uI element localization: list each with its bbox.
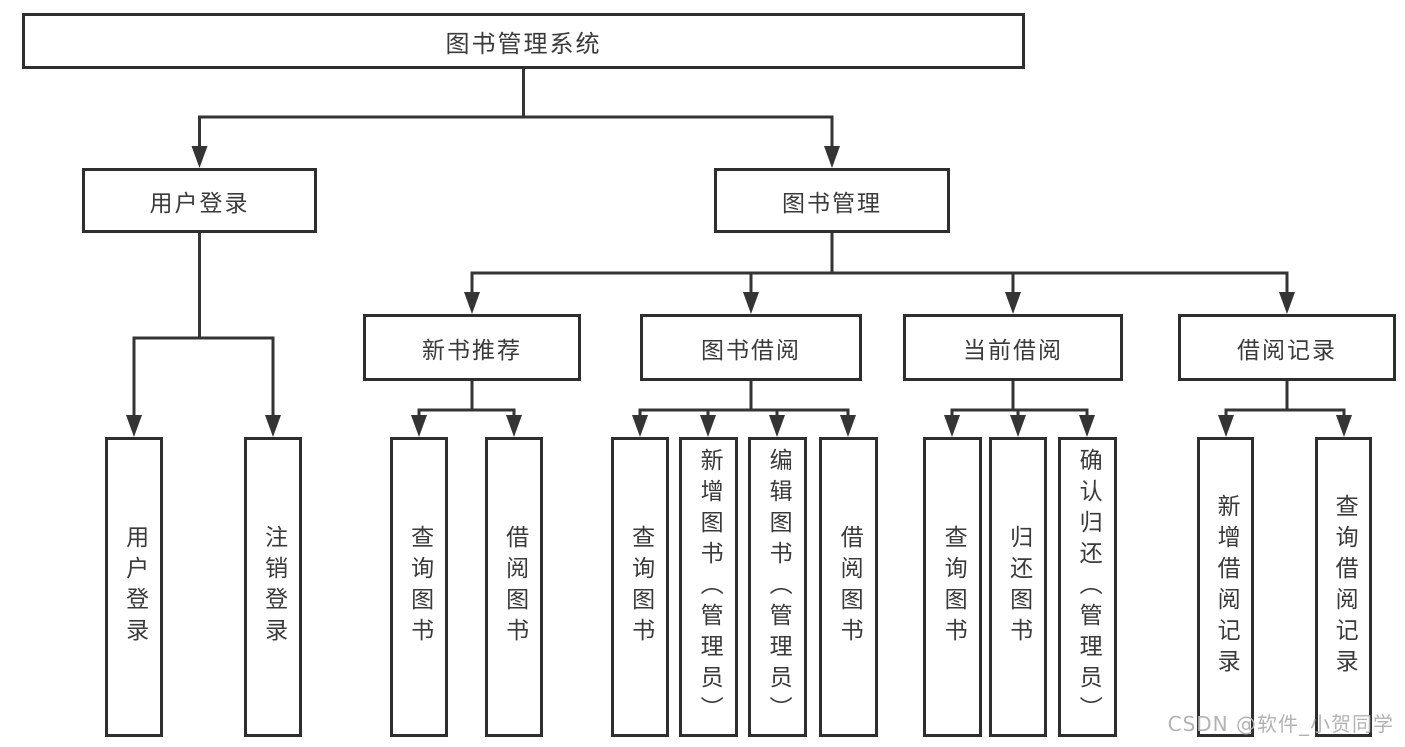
connector-newbook-run	[417, 381, 516, 416]
leaf-label: 归还图书	[1005, 525, 1032, 649]
leaf-user-login: 用户登录	[105, 437, 163, 737]
leaf-return-book: 归还图书	[989, 437, 1047, 737]
leaf-label: 查询图书	[940, 525, 967, 649]
leaf-label: 新增图书（管理员）	[696, 447, 723, 727]
node-label: 新书推荐	[422, 337, 522, 364]
node-label: 当前借阅	[963, 337, 1063, 364]
leaf-add-book-admin: 新增图书（管理员）	[679, 437, 738, 737]
leaf-label: 编辑图书（管理员）	[765, 447, 792, 727]
node-user-login: 用户登录	[82, 168, 317, 233]
node-book-borrowing: 图书借阅	[640, 314, 862, 381]
leaf-query-books-current: 查询图书	[923, 437, 982, 737]
leaf-borrow-books-recommend: 借阅图书	[485, 437, 543, 737]
leaf-confirm-return-admin: 确认归还（管理员）	[1058, 437, 1117, 737]
connector-level3-run	[470, 271, 1289, 293]
leaf-label: 用户登录	[121, 525, 148, 649]
leaf-edit-book-admin: 编辑图书（管理员）	[748, 437, 807, 737]
leaf-label: 查询借阅记录	[1331, 494, 1358, 680]
connector-userlogin-run	[132, 336, 275, 416]
leaf-label: 注销登录	[260, 525, 287, 649]
connector-bookborrow-run	[638, 381, 850, 416]
connector-borrowrecords-run	[1224, 381, 1346, 416]
leaf-label: 查询图书	[406, 525, 433, 649]
leaf-query-books-borrow: 查询图书	[611, 437, 669, 737]
node-borrowing-records: 借阅记录	[1178, 314, 1396, 381]
leaf-label: 借阅图书	[836, 525, 863, 649]
node-label: 借阅记录	[1237, 337, 1337, 364]
connector-level2-run	[198, 115, 834, 148]
node-label: 图书管理系统	[445, 29, 602, 58]
leaf-logout: 注销登录	[244, 437, 302, 737]
leaf-add-borrow-record: 新增借阅记录	[1197, 437, 1254, 737]
node-label: 图书借阅	[701, 337, 801, 364]
node-label: 图书管理	[782, 190, 882, 217]
leaf-query-borrow-record: 查询借阅记录	[1315, 437, 1372, 737]
leaf-label: 借阅图书	[501, 525, 528, 649]
node-library-management-system: 图书管理系统	[22, 13, 1025, 69]
leaf-label: 确认归还（管理员）	[1075, 447, 1102, 727]
node-current-borrowing: 当前借阅	[903, 314, 1123, 381]
leaf-label: 查询图书	[627, 525, 654, 649]
node-new-book-recommendation: 新书推荐	[363, 314, 581, 381]
connector-currentborrow-run	[950, 381, 1089, 416]
leaf-query-books-recommend: 查询图书	[390, 437, 448, 737]
watermark: CSDN @软件_小贺同学	[1167, 712, 1394, 736]
leaf-label: 新增借阅记录	[1213, 494, 1240, 680]
node-label: 用户登录	[149, 190, 250, 217]
node-book-management: 图书管理	[714, 168, 950, 233]
leaf-borrow-books: 借阅图书	[819, 437, 878, 737]
